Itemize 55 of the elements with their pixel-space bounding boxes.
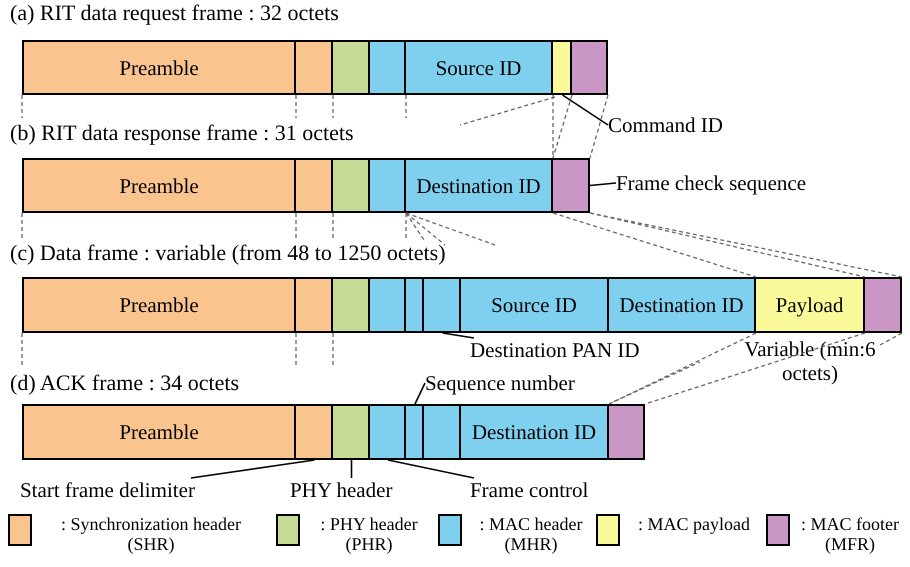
footer-segment: [553, 158, 590, 213]
frame-title: (b) RIT data response frame : 31 octets: [10, 120, 354, 146]
destination-id-segment: Destination ID: [461, 404, 609, 460]
delimiter-segment: [296, 40, 333, 95]
note-text: Variable (min:6 octets): [743, 337, 877, 385]
mac-header-segment: [370, 158, 406, 213]
phy-header-segment: [333, 404, 370, 460]
command-id-segment: [553, 40, 572, 95]
footer-segment: [572, 40, 608, 95]
preamble-segment: Preamble: [22, 158, 296, 213]
leader-line: [388, 459, 474, 479]
legend-text: : PHY header (PHR): [319, 514, 419, 554]
callout-label: Destination PAN ID: [470, 338, 640, 362]
leader-line: [442, 332, 474, 339]
destination-id-segment: Destination ID: [609, 277, 756, 333]
pan-id-segment: [424, 277, 461, 333]
sequence-number-segment: [406, 277, 424, 333]
frame-control-segment: [370, 277, 406, 333]
callout-label: PHY header: [290, 478, 392, 502]
payload-segment: Payload: [756, 277, 865, 333]
leader-line: [414, 382, 426, 404]
mac-header-segment: [424, 404, 461, 460]
footer-segment: [609, 404, 645, 460]
leader-line: [562, 94, 608, 126]
preamble-segment: Preamble: [22, 40, 296, 95]
leader-line: [590, 182, 616, 186]
source-id-segment: Source ID: [406, 40, 553, 95]
callout-label: Frame control: [470, 478, 588, 502]
callout-label: Command ID: [608, 113, 723, 137]
phy-header-segment: [333, 40, 370, 95]
leader-line: [190, 459, 315, 479]
preamble-segment: Preamble: [22, 404, 296, 460]
frame-title: (a) RIT data request frame : 32 octets: [10, 0, 339, 26]
footer-segment: [865, 277, 902, 333]
mac-header-segment: [370, 40, 406, 95]
phy-header-segment: [333, 277, 370, 333]
phy-header-segment: [333, 158, 370, 213]
delimiter-segment: [296, 158, 333, 213]
sequence-number-segment: [406, 404, 424, 460]
frame-title: (c) Data frame : variable (from 48 to 1250 octets): [10, 240, 446, 266]
delimiter-segment: [296, 404, 333, 460]
source-id-segment: Source ID: [461, 277, 609, 333]
preamble-segment: Preamble: [22, 277, 296, 333]
legend-text: : Synchronization header (SHR): [60, 514, 242, 554]
legend-text: : MAC footer (MFR): [800, 514, 900, 554]
leader-line: [350, 460, 352, 478]
callout-label: Sequence number: [425, 371, 575, 395]
frame-control-segment: [370, 404, 406, 460]
callout-label: Start frame delimiter: [20, 478, 195, 502]
frame-title: (d) ACK frame : 34 octets: [10, 370, 240, 396]
legend-text: : MAC header (MHR): [478, 514, 584, 554]
delimiter-segment: [296, 277, 333, 333]
legend-text: : MAC payload: [637, 514, 751, 534]
destination-id-segment: Destination ID: [406, 158, 553, 213]
callout-label: Frame check sequence: [616, 171, 806, 195]
